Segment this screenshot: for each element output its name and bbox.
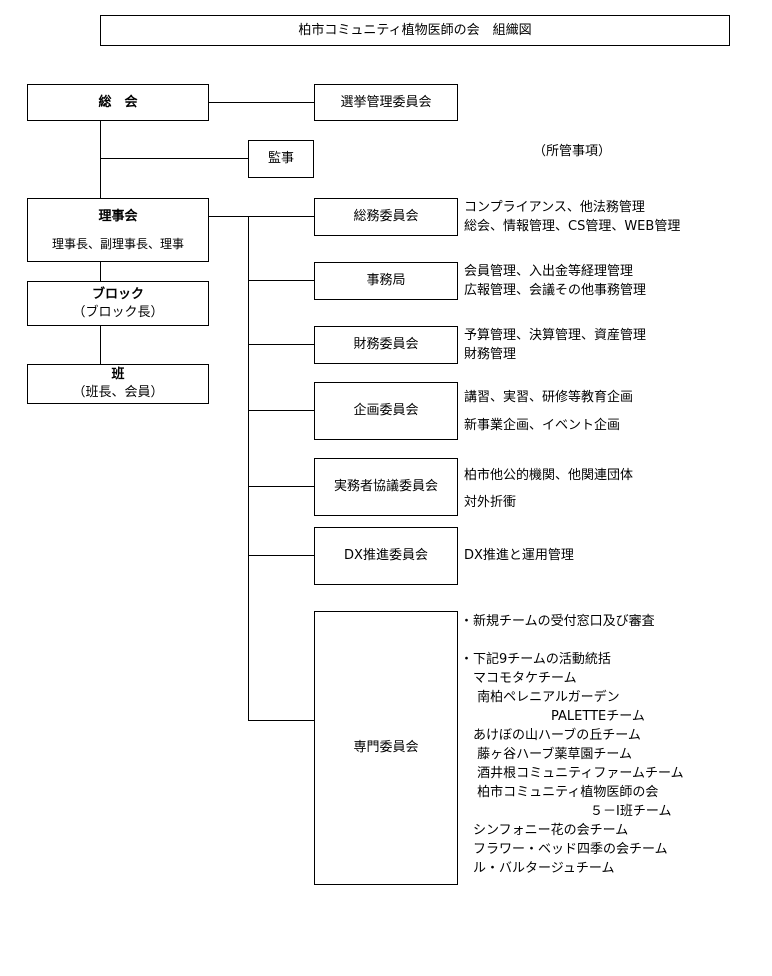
connector <box>100 325 101 364</box>
senmon-label: 専門委員会 <box>353 740 419 755</box>
election-label: 選挙管理委員会 <box>340 94 432 110</box>
connector <box>208 216 314 217</box>
senmon-duty-line: ル・バルタージュチーム <box>460 861 615 876</box>
jimukyoku-box: 事務局 <box>314 262 458 300</box>
connector <box>100 120 101 198</box>
block-box: ブロック （ブロック長） <box>27 281 209 326</box>
senmon-duties: ・新規チームの受付窓口及び審査・下記9チームの活動統括 マコモタケチーム 南柏ペ… <box>460 612 684 878</box>
connector <box>248 280 314 281</box>
general-meeting-box: 総 会 <box>27 84 209 121</box>
block-label: ブロック <box>91 286 144 302</box>
jimukyoku-duties: 会員管理、入出金等経理管理広報管理、会議その他事務管理 <box>464 264 647 298</box>
connector <box>100 158 248 159</box>
senmon-duty-line <box>460 631 684 650</box>
block-sub: （ブロック長） <box>72 304 164 320</box>
senmon-duty-line: ・新規チームの受付窓口及び審査 <box>460 614 655 629</box>
chart-title-text: 柏市コミュニティ植物医師の会 組織図 <box>298 22 532 38</box>
connector <box>248 720 314 721</box>
jitsumu-label: 実務者協議委員会 <box>333 479 438 494</box>
connector <box>248 344 314 345</box>
senmon-duty-line: 南柏ペレニアルガーデン <box>460 690 620 705</box>
senmon-duty-line: シンフォニー花の会チーム <box>460 823 629 838</box>
zaimu-box: 財務委員会 <box>314 326 458 364</box>
senmon-duty-line: フラワー・ベッド四季の会チーム <box>460 842 668 857</box>
senmon-box: 専門委員会 <box>314 611 458 885</box>
auditor-box: 監事 <box>248 140 314 178</box>
dx-label: DX推進委員会 <box>344 548 428 563</box>
connector <box>208 102 314 103</box>
senmon-duty-line: 柏市コミュニティ植物医師の会 <box>460 785 659 800</box>
board-label: 理事会 <box>98 208 138 224</box>
zaimu-label: 財務委員会 <box>353 337 419 352</box>
connector <box>248 216 249 720</box>
jitsumu-duties: 柏市他公的機関、他関連団体対外折衝 <box>464 468 634 510</box>
connector <box>248 555 314 556</box>
soumu-duties: コンプライアンス、他法務管理総会、情報管理、CS管理、WEB管理 <box>464 200 681 234</box>
jimukyoku-label: 事務局 <box>366 273 406 288</box>
soumu-label: 総務委員会 <box>353 209 419 224</box>
senmon-duty-line: あけぼの山ハーブの丘チーム <box>460 728 641 743</box>
kikaku-box: 企画委員会 <box>314 382 458 440</box>
senmon-duty-line: PALETTEチーム <box>460 709 645 724</box>
kikaku-duties: 講習、実習、研修等教育企画新事業企画、イベント企画 <box>464 390 634 433</box>
senmon-duty-line: マコモタケチーム <box>460 671 577 686</box>
connector <box>248 486 314 487</box>
han-sub: （班長、会員） <box>72 385 164 400</box>
election-committee-box: 選挙管理委員会 <box>314 84 458 121</box>
dx-duties: DX推進と運用管理 <box>464 548 574 563</box>
connector <box>248 410 314 411</box>
senmon-duty-line: 藤ヶ谷ハーブ薬草園チーム <box>460 747 632 762</box>
connector <box>100 261 101 281</box>
han-label: 班 <box>111 367 125 382</box>
chart-title: 柏市コミュニティ植物医師の会 組織図 <box>100 15 730 46</box>
senmon-duty-line: 酒井根コミュニティファームチーム <box>460 766 684 781</box>
soumu-box: 総務委員会 <box>314 198 458 236</box>
kikaku-label: 企画委員会 <box>353 403 419 418</box>
duties-heading: （所管事項） <box>533 144 612 159</box>
senmon-duty-line: ５－I班チーム <box>460 804 672 819</box>
board-members: 理事長、副理事長、理事 <box>51 236 184 251</box>
senmon-duty-line: ・下記9チームの活動統括 <box>460 652 611 667</box>
jitsumu-box: 実務者協議委員会 <box>314 458 458 516</box>
auditor-label: 監事 <box>267 151 294 166</box>
dx-box: DX推進委員会 <box>314 527 458 585</box>
han-box: 班 （班長、会員） <box>27 364 209 404</box>
board-box: 理事会理事長、副理事長、理事 <box>27 198 209 262</box>
zaimu-duties: 予算管理、決算管理、資産管理財務管理 <box>464 328 647 362</box>
general-meeting-label: 総 会 <box>98 94 138 110</box>
